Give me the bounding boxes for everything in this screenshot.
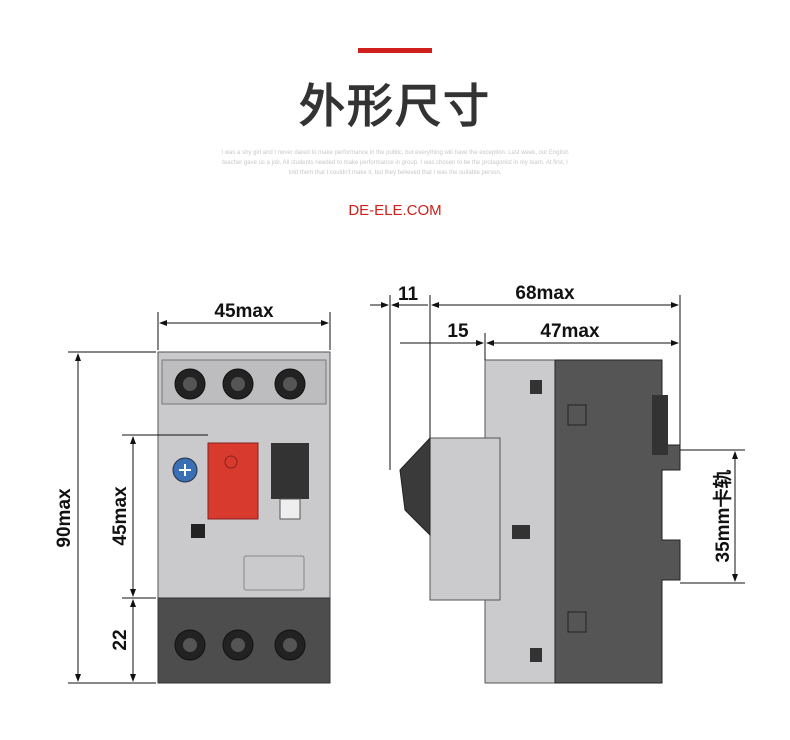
page-title: 外形尺寸 [299,79,491,133]
bottom-height-label: 22 [110,629,131,650]
front-height-label: 90max [54,488,75,548]
handle-height-label: 45max [110,486,131,546]
website-label: DE-ELE.COM [348,202,442,219]
side-dimension-lines [370,295,745,584]
start-button [271,443,309,499]
front-width-label: 45max [214,301,274,322]
body-depth-label: 47max [540,321,600,342]
depth-label: 68max [515,283,575,304]
stop-button [207,442,259,520]
accent-bar [358,48,432,53]
label-window [243,555,305,591]
rail-label: 35mm卡轨 [711,470,734,563]
step-label: 15 [447,321,469,342]
side-view [399,359,681,684]
front-dimension-lines [68,312,331,684]
blurb-text: I was a shy girl and I never dared to ma… [221,150,569,176]
terminal-screws [174,368,306,661]
front-view [157,351,331,684]
offset-label: 11 [398,284,419,305]
